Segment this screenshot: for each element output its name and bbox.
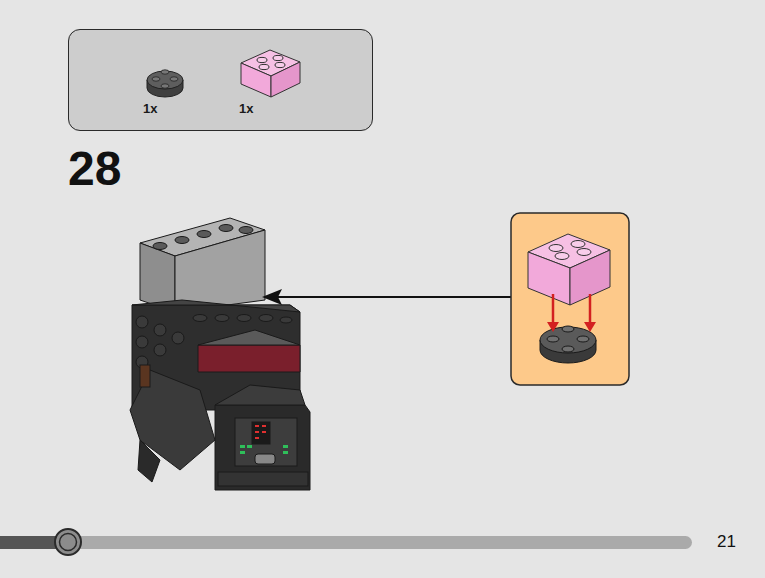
callout-box	[511, 213, 629, 385]
pointer-arrow	[262, 289, 511, 305]
pink-brick-part	[241, 50, 300, 97]
model-figure	[130, 218, 310, 490]
part-quantity: 1x	[143, 101, 157, 116]
progress-bar	[0, 529, 692, 555]
round-plate-part	[147, 70, 183, 97]
page-number: 21	[717, 533, 736, 550]
part-quantity: 1x	[239, 101, 253, 116]
step-number: 28	[68, 145, 121, 193]
parts-panel	[68, 29, 373, 131]
parts-list-panel: 1x 1x	[68, 29, 373, 131]
